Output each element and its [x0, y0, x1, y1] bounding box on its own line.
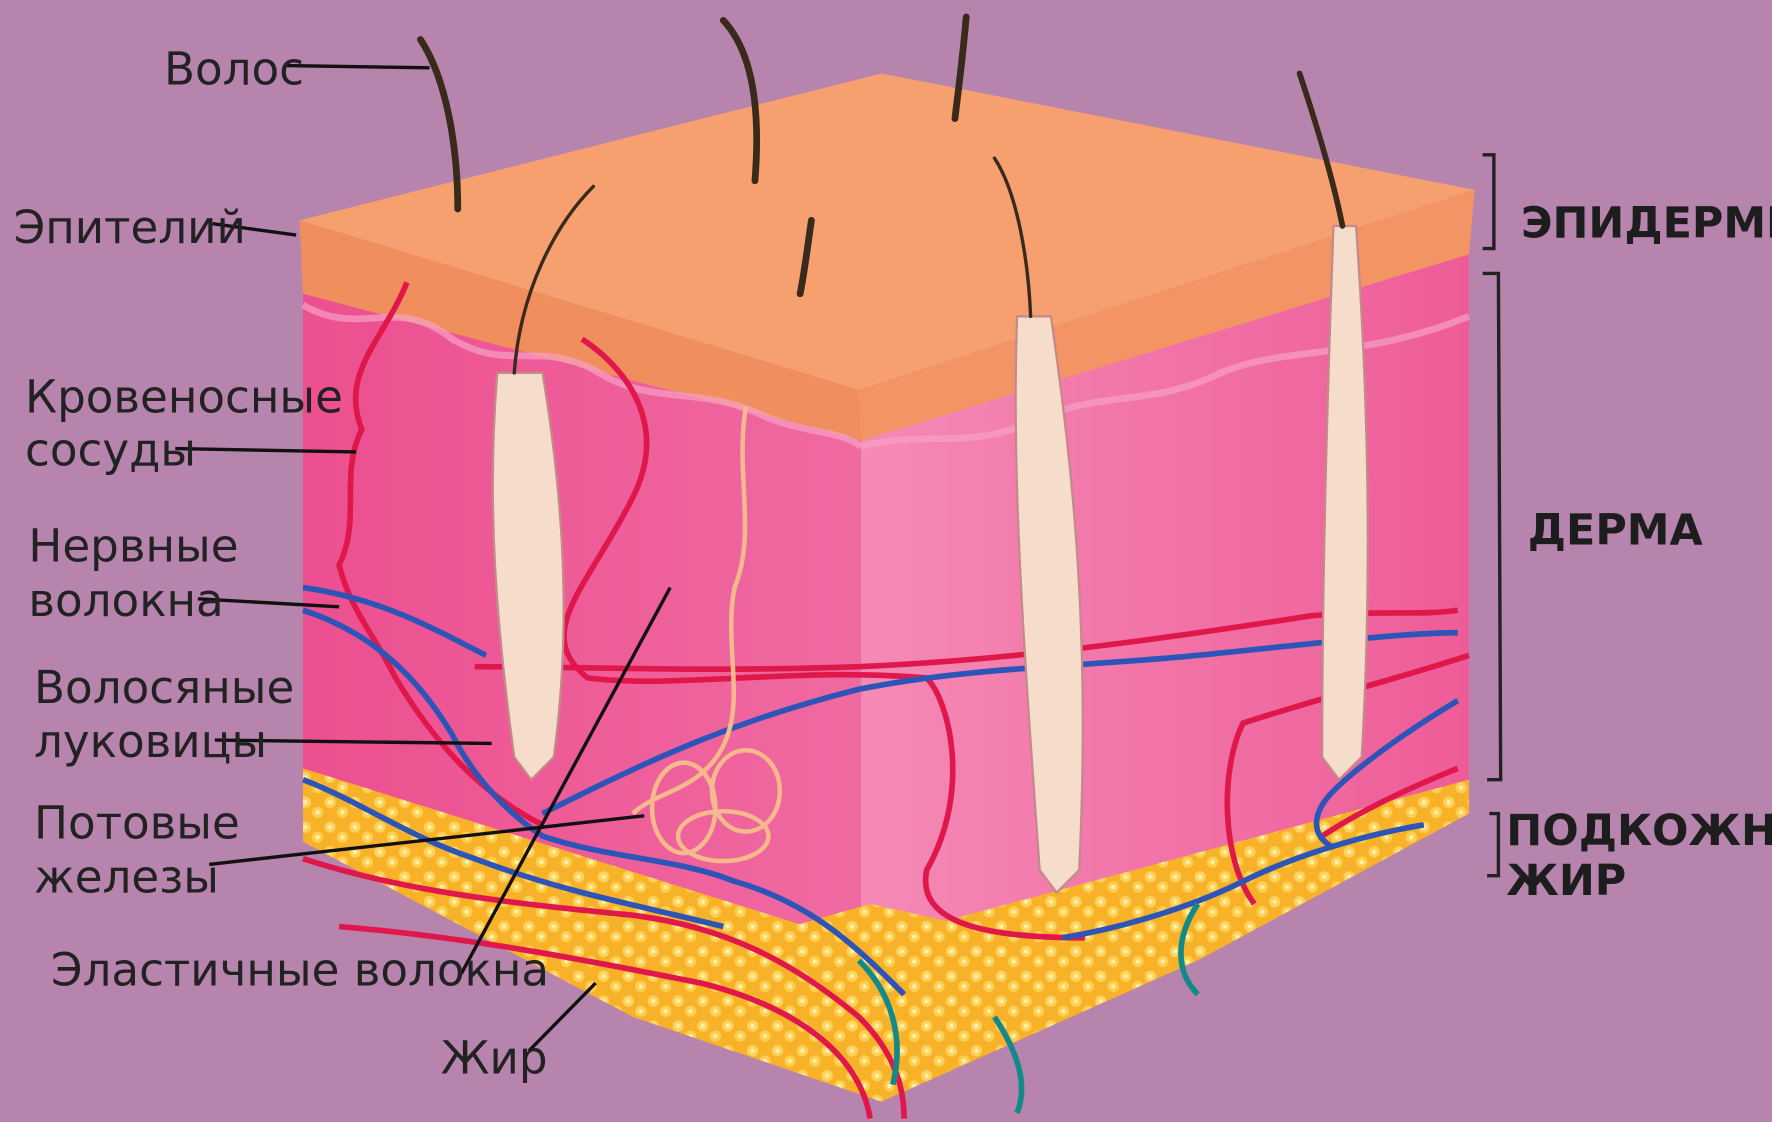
label-vessels-line1: Кровеносные: [25, 370, 343, 423]
label-epithelium: Эпителий: [14, 201, 246, 254]
label-elastic-fibres: Эластичные волокна: [51, 943, 549, 996]
label-hair: Волос: [164, 43, 304, 96]
label-fat: Жир: [441, 1031, 548, 1084]
label-nerves-line1: Нервные: [28, 520, 238, 573]
label-sweat-line1: Потовые: [34, 796, 240, 849]
label-sweat-line2: железы: [34, 851, 219, 904]
layer-epidermis: ЭПИДЕРМИС: [1521, 198, 1772, 248]
label-bulbs-line2: луковицы: [34, 715, 267, 768]
label-nerves-line2: волокна: [28, 574, 223, 627]
layer-brackets: [1483, 155, 1501, 876]
layer-dermis: ДЕРМА: [1528, 506, 1704, 556]
label-bulbs-line1: Волосяные: [34, 661, 294, 714]
layer-subcutaneous-line2: ЖИР: [1506, 856, 1626, 906]
layer-subcutaneous-line1: ПОДКОЖНЫЙ: [1506, 805, 1772, 856]
label-vessels-line2: сосуды: [25, 424, 196, 477]
